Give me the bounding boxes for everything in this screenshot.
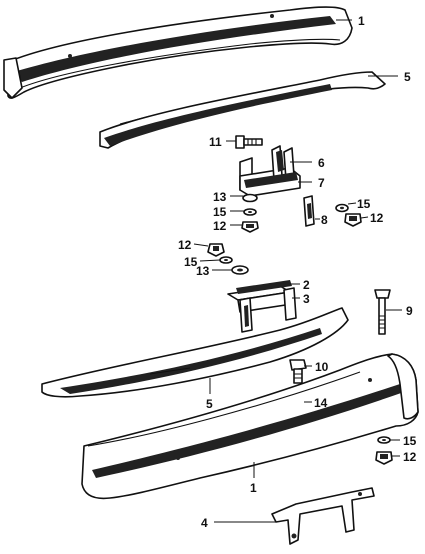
callout-12-a: 12 [213, 219, 227, 233]
callout-11: 11 [209, 135, 222, 149]
callout-12-b: 12 [370, 211, 384, 225]
callout-8: 8 [321, 213, 328, 227]
callout-labels: 1 5 11 6 7 13 15 12 8 15 12 12 15 13 2 3… [178, 14, 417, 530]
callout-2: 2 [303, 278, 310, 292]
bolt-10 [289, 359, 307, 384]
front-bumper [3, 6, 353, 99]
callout-15-a: 15 [213, 205, 227, 219]
hardware-set-a [241, 193, 259, 233]
bolt-9 [374, 289, 391, 335]
callout-14: 14 [314, 396, 328, 410]
hardware-set-c [207, 243, 249, 275]
callout-5-bottom: 5 [206, 397, 213, 411]
lower-bracket [227, 280, 297, 333]
upper-bracket [239, 145, 301, 197]
callout-9: 9 [406, 304, 413, 318]
hardware-set-b [335, 203, 362, 227]
rear-apron [41, 307, 349, 398]
callout-1-top: 1 [358, 14, 365, 28]
clip-8 [303, 195, 315, 227]
hardware-set-d [375, 436, 393, 465]
callout-15-c: 15 [184, 255, 198, 269]
callout-7: 7 [318, 176, 325, 190]
callout-10: 10 [315, 360, 329, 374]
callout-6: 6 [318, 156, 325, 170]
callout-1-bottom: 1 [250, 481, 257, 495]
callout-4: 4 [201, 516, 208, 530]
leader-lines [193, 19, 402, 523]
callout-12-c: 12 [178, 238, 192, 252]
front-apron [99, 71, 386, 149]
callout-12-d: 12 [403, 450, 417, 464]
bolt-11 [235, 135, 263, 149]
stay-bracket-4 [271, 487, 375, 545]
callout-13-b: 13 [196, 264, 210, 278]
callout-5-top: 5 [404, 70, 411, 84]
callout-15-b: 15 [357, 197, 371, 211]
callout-13-a: 13 [213, 190, 227, 204]
callout-15-d: 15 [403, 434, 417, 448]
rear-bumper [81, 353, 419, 500]
callout-3: 3 [303, 292, 310, 306]
